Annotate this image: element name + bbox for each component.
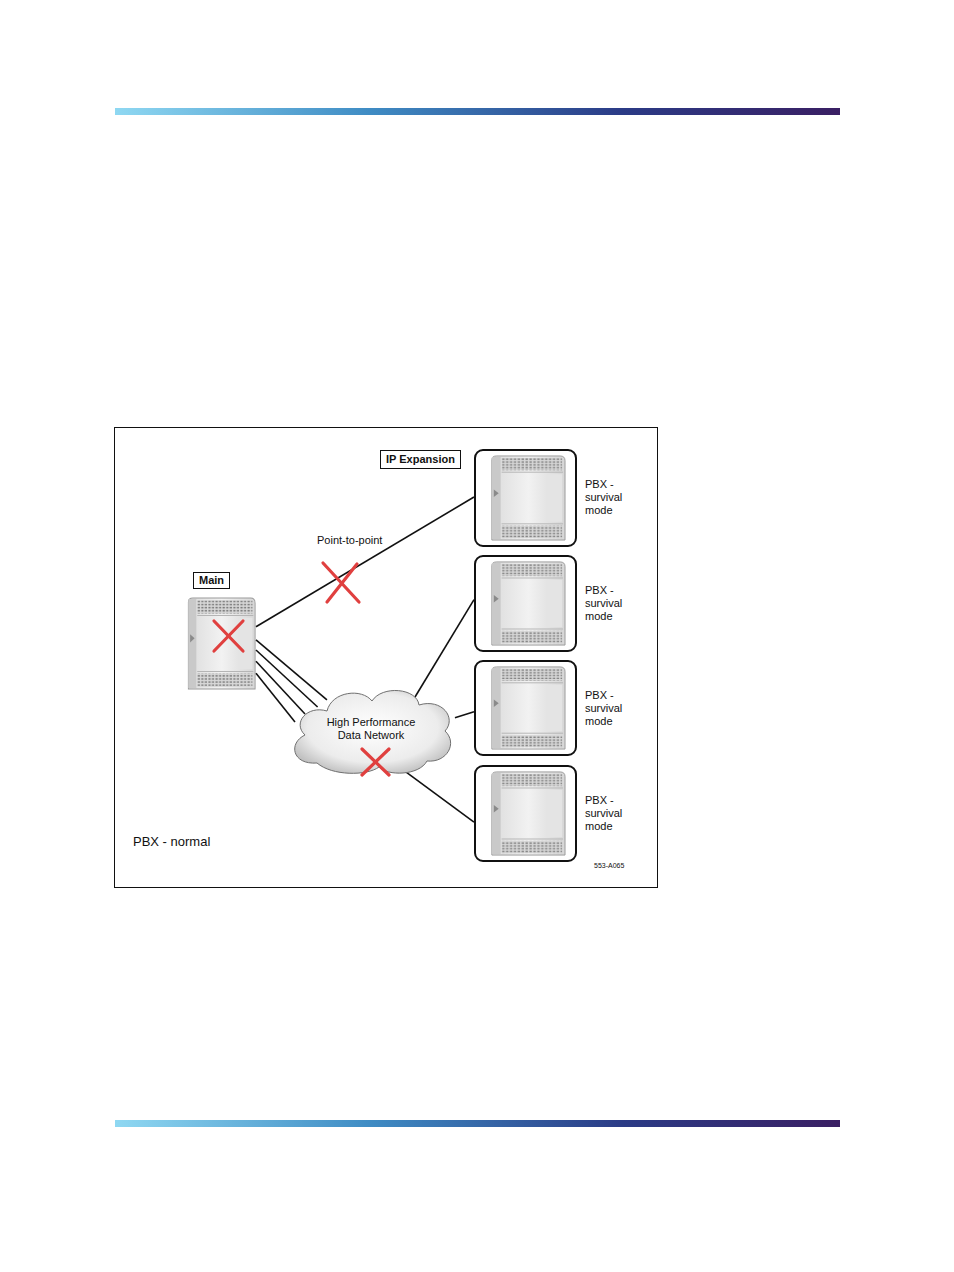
pbx-unit	[492, 772, 565, 855]
pbx-caption: PBX - survival mode	[585, 478, 637, 517]
pbx-box: PBX - survival mode	[474, 660, 577, 756]
network-link	[415, 600, 474, 697]
failure-cross	[214, 621, 243, 651]
network-label: High Performance Data Network	[315, 716, 427, 742]
footer-bar	[115, 1120, 840, 1127]
status-label: PBX - normal	[133, 834, 210, 850]
figure-frame	[115, 428, 658, 888]
pbx-unit	[492, 667, 565, 749]
network-cloud: High Performance Data Network	[287, 683, 457, 777]
network-link	[256, 497, 474, 627]
pbx-box: PBX - survival mode	[474, 449, 577, 547]
pbx-caption: PBX - survival mode	[585, 794, 637, 833]
network-link	[256, 673, 295, 722]
failure-cross	[323, 563, 359, 602]
failure-cross	[362, 749, 389, 775]
tag-text: IP Expansion	[386, 453, 455, 466]
pbx-box: PBX - survival mode	[474, 555, 577, 652]
pbx-caption: PBX - survival mode	[585, 689, 637, 728]
network-link	[256, 640, 327, 700]
link-label: Point-to-point	[315, 534, 384, 547]
network-link	[400, 768, 474, 823]
pbx-unit	[492, 456, 565, 540]
main-pbx: Main	[183, 597, 256, 690]
network-link	[256, 661, 305, 714]
header-bar	[115, 108, 840, 115]
figure-id: 553-A065	[594, 861, 624, 871]
network-link	[455, 712, 474, 718]
pbx-box: PBX - survival mode	[474, 765, 577, 862]
group-tag: IP Expansion	[380, 450, 461, 469]
network-link	[256, 650, 318, 707]
pbx-unit	[188, 598, 255, 689]
pbx-unit	[492, 562, 565, 645]
tag-text: Main	[193, 572, 230, 589]
pbx-caption: PBX - survival mode	[585, 584, 637, 623]
